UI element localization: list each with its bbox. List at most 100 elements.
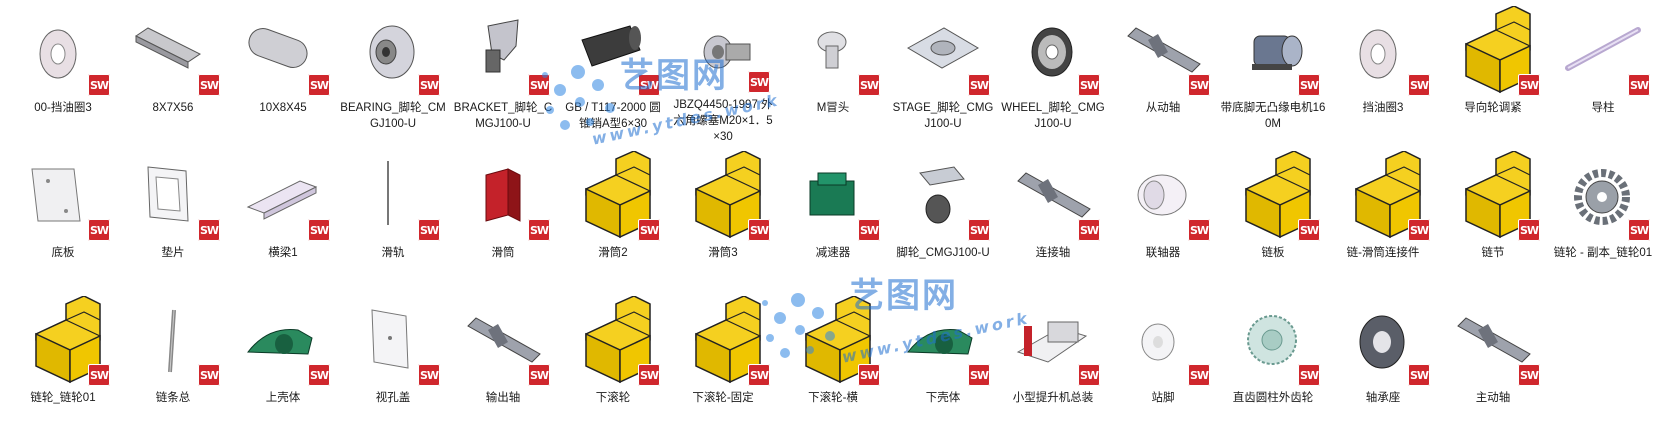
coupling-icon [1137, 174, 1187, 216]
file-item[interactable]: SW 下滚轮-横 [778, 290, 888, 435]
file-thumbnail[interactable]: SW [568, 151, 660, 241]
file-thumbnail[interactable]: SW [1008, 151, 1100, 241]
file-thumbnail[interactable]: SW [128, 151, 220, 241]
file-thumbnail[interactable]: SW [1118, 151, 1210, 241]
file-thumbnail[interactable]: SW [1338, 6, 1430, 96]
file-thumbnail[interactable]: SW [18, 296, 110, 386]
solidworks-badge-icon: SW [1518, 364, 1540, 386]
file-thumbnail[interactable]: SW [788, 151, 880, 241]
file-thumbnail[interactable]: SW [238, 6, 330, 96]
file-thumbnail[interactable]: SW [348, 151, 440, 241]
file-name-label: 链轮 - 副本_链轮01 [1553, 247, 1653, 259]
solidworks-badge-icon: SW [748, 71, 770, 93]
file-thumbnail[interactable]: SW [1008, 296, 1100, 386]
file-name-label: 下滚轮 [595, 392, 631, 404]
file-item[interactable]: SW 下滚轮 [558, 290, 668, 435]
file-item[interactable]: SW STAGE_脚轮_CMGJ100-U [888, 0, 998, 145]
file-thumbnail[interactable]: SW [898, 151, 990, 241]
file-thumbnail[interactable]: SW [1558, 6, 1650, 96]
file-thumbnail[interactable]: SW [1228, 151, 1320, 241]
file-item[interactable]: SW 链板 [1218, 145, 1328, 290]
file-thumbnail[interactable]: SW [18, 6, 110, 96]
file-thumbnail[interactable]: SW [1118, 6, 1210, 96]
file-thumbnail[interactable]: SW [18, 151, 110, 241]
file-thumbnail[interactable]: SW [458, 151, 550, 241]
file-name-label: STAGE_脚轮_CMGJ100-U [892, 102, 994, 130]
file-name-label: 输出轴 [485, 392, 521, 404]
file-thumbnail[interactable]: SW [898, 296, 990, 386]
file-thumbnail[interactable]: SW [1338, 296, 1430, 386]
file-item[interactable]: SW 链轮 - 副本_链轮01 [1548, 145, 1657, 290]
file-thumbnail[interactable]: SW [1008, 6, 1100, 96]
file-thumbnail[interactable]: SW [1338, 151, 1430, 241]
file-thumbnail[interactable]: SW [568, 296, 660, 386]
file-thumbnail[interactable]: SW [1558, 151, 1650, 241]
file-thumbnail[interactable]: SW [238, 296, 330, 386]
file-thumbnail[interactable]: SW [1448, 296, 1540, 386]
assembly-icon [805, 296, 871, 384]
file-thumbnail[interactable]: SW [678, 151, 770, 241]
solidworks-badge-icon: SW [858, 74, 880, 96]
file-thumbnail[interactable]: SW [1448, 6, 1540, 96]
file-thumbnail[interactable]: SW [568, 6, 660, 96]
file-thumbnail[interactable]: SW [348, 296, 440, 386]
file-thumbnail[interactable]: SW [128, 6, 220, 96]
file-thumbnail[interactable]: SW [1228, 6, 1320, 96]
file-thumbnail[interactable]: SW [678, 296, 770, 386]
solidworks-badge-icon: SW [858, 219, 880, 241]
file-name-label: 链板 [1261, 247, 1285, 259]
file-thumbnail[interactable]: SW [458, 296, 550, 386]
file-thumbnail[interactable]: SW [898, 6, 990, 96]
file-item[interactable]: SW 输出轴 [448, 290, 558, 435]
file-thumbnail[interactable]: SW [238, 151, 330, 241]
file-thumbnail[interactable]: SW [458, 6, 550, 96]
file-thumbnail[interactable]: SW [1228, 296, 1320, 386]
file-thumbnail[interactable]: SW [788, 6, 880, 96]
file-name-label: 下滚轮-横 [808, 392, 858, 404]
file-thumbnail[interactable]: SW [1118, 296, 1210, 386]
file-thumbnail[interactable]: SW [1448, 151, 1540, 241]
file-thumbnail[interactable]: SW [348, 6, 440, 96]
file-thumbnail[interactable]: SW [678, 6, 770, 93]
file-thumbnail[interactable]: SW [128, 296, 220, 386]
file-thumbnail[interactable]: SW [788, 296, 880, 386]
